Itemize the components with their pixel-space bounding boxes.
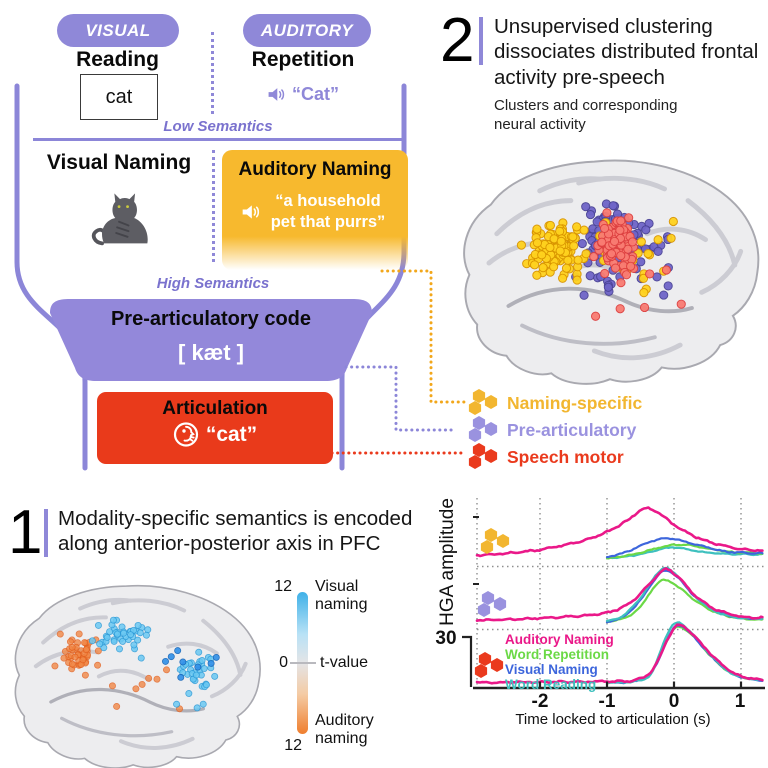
colorbar-bottom-value: 12 [284, 737, 302, 754]
reading-stimulus-box: cat [80, 74, 158, 120]
cat-image [91, 193, 148, 246]
temporal-sulcus [520, 323, 657, 346]
colorbar-zero-tick [290, 662, 316, 664]
sylvian-fissure [506, 286, 694, 314]
hga-x-tick-1: 1 [734, 691, 746, 712]
connector-pre-articulatory [344, 365, 454, 432]
panel2-number: 2 [440, 6, 475, 75]
repetition-speech: “Cat” [233, 84, 373, 105]
hex-marker-speechmotor [474, 652, 506, 680]
speaker-icon [268, 88, 285, 101]
brain-outline [14, 584, 261, 768]
legend-visual-naming: Visual Naming [505, 661, 598, 677]
auditory-naming-speech-text: “a household pet that purrs” [270, 192, 386, 231]
articulation-box: Articulation “cat” [97, 392, 333, 464]
legend-word-reading: Word Reading [505, 676, 597, 692]
legend-speech-motor: Speech motor [468, 443, 624, 471]
colorbar-mid-value: 0 [279, 654, 288, 671]
auditory-modality-pill: AUDITORY [243, 14, 371, 47]
colorbar-bottom-label: Auditory naming [315, 712, 374, 748]
hga-traces [475, 506, 764, 685]
high-semantics-label: High Semantics [156, 275, 270, 292]
colorbar-mid-label: t-value [320, 654, 369, 671]
funnel-left-outline [14, 83, 88, 471]
brain-tvalue-image [14, 584, 261, 768]
hga-gridlines [476, 498, 764, 688]
panel1-number: 1 [8, 498, 43, 567]
legend-label: Naming-specific [507, 392, 643, 413]
hga-legend: Auditory Naming Word Repetition Visual N… [505, 632, 614, 692]
legend-naming-specific: Naming-specific [468, 389, 642, 417]
hga-y-tick-30: 30 [435, 628, 457, 649]
hga-x-tick--1: -1 [598, 691, 616, 712]
speaking-face-icon [173, 422, 198, 447]
reading-title: Reading [76, 48, 159, 71]
low-semantics-label: Low Semantics [163, 118, 273, 135]
electrode-dots [51, 616, 220, 713]
sylvian-fissure [49, 687, 206, 713]
legend-label: Speech motor [507, 446, 624, 467]
hex-marker-naming [480, 528, 512, 556]
panel2-subtitle: Clusters and corresponding neural activi… [494, 97, 678, 133]
panel2-title: Unsupervised clustering dissociates dist… [494, 15, 759, 89]
column-divider-dotted [211, 32, 214, 114]
temporal-sulcus [60, 716, 174, 738]
hga-x-tick-0: 0 [668, 691, 680, 712]
repetition-speech-text: “Cat” [291, 84, 339, 104]
pre-articulatory-title: Pre-articulatory code [110, 308, 312, 330]
auditory-naming-box: Auditory Naming “a household pet that pu… [222, 150, 408, 270]
panel1-number-bar [44, 509, 48, 557]
repetition-title: Repetition [251, 48, 355, 71]
panel1-title: Modality-specific semantics is encoded a… [58, 507, 413, 556]
panel2-number-bar [479, 17, 483, 65]
colorbar-top-label: Visual naming [315, 578, 368, 614]
visual-modality-pill: VISUAL [57, 14, 179, 47]
semantics-divider-line [33, 138, 405, 141]
articulation-title: Articulation [162, 398, 268, 419]
hex-cluster-icon [468, 443, 500, 471]
auditory-naming-title: Auditory Naming [238, 159, 392, 180]
column-divider-dotted-2 [212, 150, 215, 262]
legend-pre-articulatory: Pre-articulatory [468, 416, 636, 444]
visual-naming-title: Visual Naming [46, 151, 192, 174]
legend-auditory-naming: Auditory Naming [505, 632, 614, 647]
legend-label: Pre-articulatory [507, 419, 637, 440]
speaker-icon [242, 204, 260, 219]
brain-clusters-image [463, 159, 760, 385]
hga-x-axis-label: Time locked to articulation (s) [515, 711, 711, 728]
pre-articulatory-shape [50, 299, 372, 381]
funnel-right-outline [339, 83, 407, 471]
articulation-speech: “cat” [97, 421, 333, 448]
hga-x-tick--2: -2 [531, 691, 549, 712]
pre-articulatory-code: [ kæt ] [178, 340, 244, 365]
hex-cluster-icon [468, 416, 500, 444]
hex-cluster-icon [468, 389, 500, 417]
articulation-speech-text: “cat” [205, 422, 258, 446]
electrode-dots [516, 199, 686, 321]
hex-marker-prearticulatory [477, 591, 509, 619]
brain-gyri [33, 597, 248, 750]
hga-axes [462, 516, 765, 690]
auditory-naming-speech: “a household pet that purrs” [222, 191, 408, 232]
colorbar-top-value: 12 [274, 578, 292, 595]
legend-word-repetition: Word Repetition [505, 646, 609, 662]
